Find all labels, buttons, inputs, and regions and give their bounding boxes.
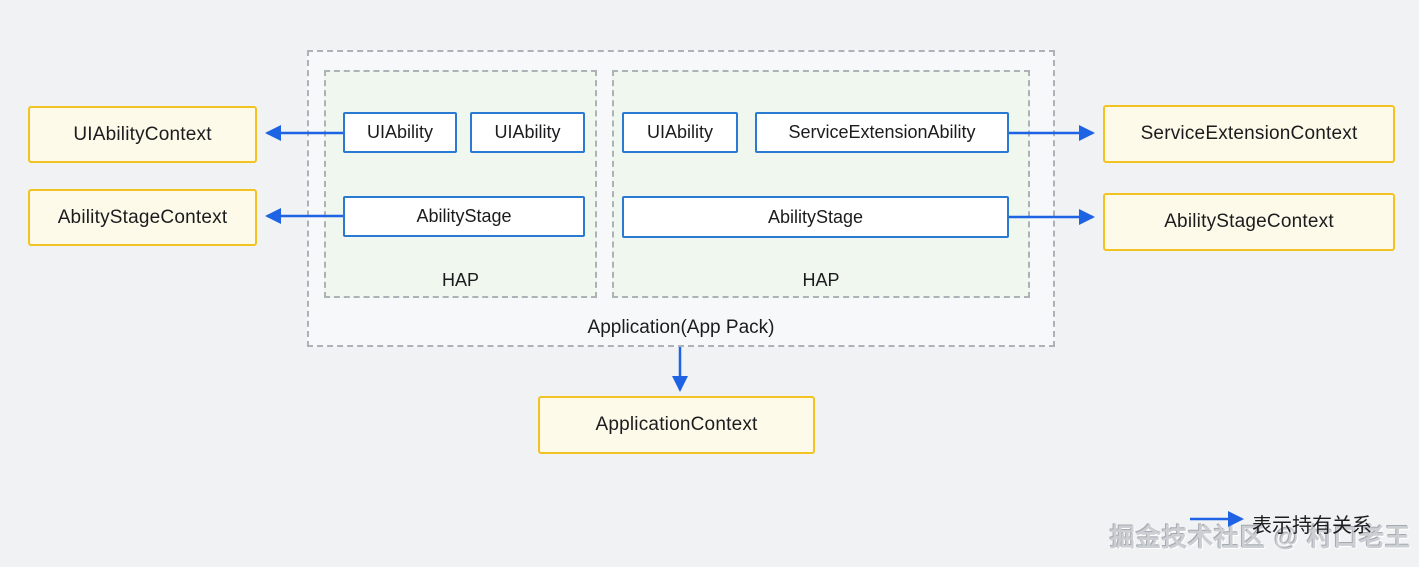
hap-caption-2: HAP	[802, 270, 840, 290]
application-context-label: ApplicationContext	[595, 414, 758, 435]
ability-stage-box-2: AbilityStage	[622, 196, 1009, 238]
ability-stage-label-2: AbilityStage	[767, 206, 864, 227]
service-extension-ability-box: ServiceExtensionAbility	[755, 112, 1009, 153]
hap-caption-1: HAP	[441, 270, 479, 290]
uiability-label-1: UIAbility	[366, 122, 433, 142]
service-extension-context-label: ServiceExtensionContext	[1140, 123, 1358, 144]
legend-arrow-meaning: 表示持有关系	[1252, 515, 1372, 537]
hap-container-2: UIAbility ServiceExtensionAbility Abilit…	[612, 70, 1030, 298]
watermark-text: 掘金技术社区 @ 村口老王	[1110, 524, 1412, 552]
ability-stage-context-right-box: AbilityStageContext	[1103, 193, 1395, 251]
uiability-context-box: UIAbilityContext	[28, 106, 257, 163]
hap-container-1: UIAbility UIAbility AbilityStage HAP	[324, 70, 597, 298]
uiability-box-2: UIAbility	[470, 112, 585, 153]
uiability-label-2: UIAbility	[494, 122, 561, 142]
uiability-context-label: UIAbilityContext	[73, 123, 212, 145]
ability-stage-context-left-label: AbilityStageContext	[57, 206, 228, 228]
service-extension-context-box: ServiceExtensionContext	[1103, 105, 1395, 163]
ability-stage-context-right-label: AbilityStageContext	[1164, 211, 1334, 232]
uiability-box-1: UIAbility	[343, 112, 457, 153]
ability-stage-label-1: AbilityStage	[416, 206, 512, 226]
ability-stage-context-left-box: AbilityStageContext	[28, 189, 257, 246]
uiability-box-3: UIAbility	[622, 112, 738, 153]
uiability-label-3: UIAbility	[646, 122, 713, 142]
application-app-pack-caption: Application(App Pack)	[587, 317, 775, 338]
application-context-box: ApplicationContext	[538, 396, 815, 454]
service-extension-ability-label: ServiceExtensionAbility	[788, 122, 976, 142]
application-app-pack-container: UIAbility UIAbility AbilityStage HAP UIA…	[307, 50, 1055, 347]
ability-stage-box-1: AbilityStage	[343, 196, 585, 237]
